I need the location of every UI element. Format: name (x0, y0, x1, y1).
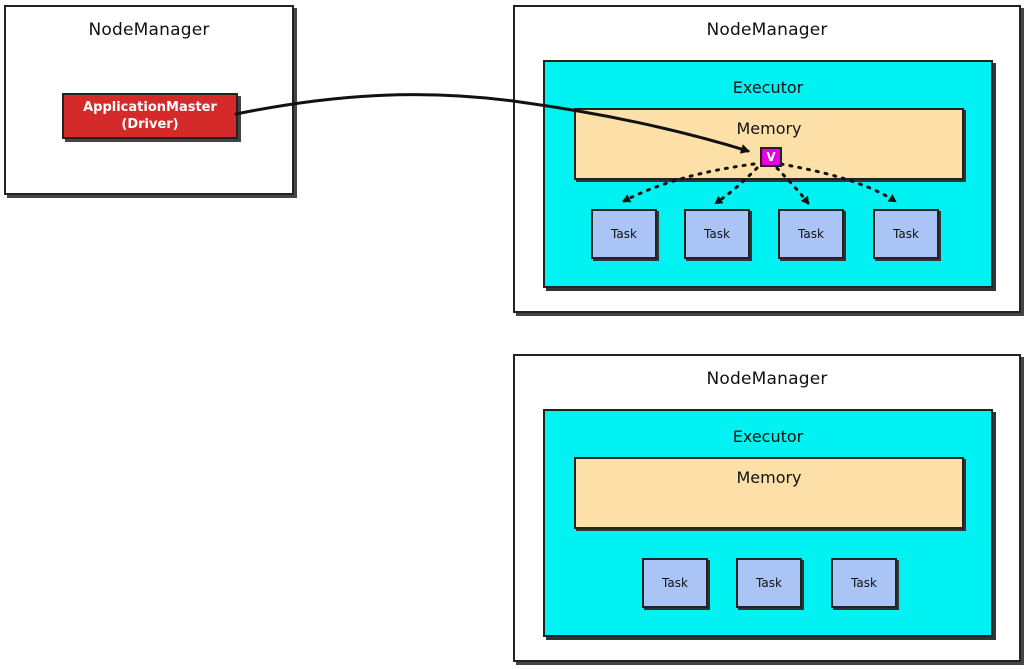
memory-2-title: Memory (736, 468, 802, 487)
application-master-label: ApplicationMaster (83, 100, 217, 115)
driver-node-manager-title: NodeManager (88, 20, 210, 40)
task-1-3: Task (778, 209, 844, 259)
task-1-1: Task (591, 209, 657, 259)
executor-1: Executor Memory V Task Task Task Task (543, 60, 993, 288)
task-2-1: Task (642, 558, 708, 608)
memory-1-title: Memory (736, 119, 802, 138)
memory-2: Memory (574, 457, 964, 529)
executor-2: Executor Memory Task Task Task (543, 409, 993, 637)
memory-1: Memory V (574, 108, 964, 180)
task-1-2: Task (684, 209, 750, 259)
application-master-driver: ApplicationMaster (Driver) (62, 93, 238, 139)
broadcast-variable-v: V (760, 147, 782, 167)
task-1-4: Task (873, 209, 939, 259)
executor-2-title: Executor (732, 427, 804, 446)
worker-node-manager-1: NodeManager Executor Memory V Task Task … (513, 5, 1021, 313)
worker-node-manager-2: NodeManager Executor Memory Task Task Ta… (513, 354, 1021, 662)
driver-node-manager: NodeManager ApplicationMaster (Driver) (4, 5, 294, 195)
task-2-3: Task (831, 558, 897, 608)
driver-label: (Driver) (121, 117, 179, 132)
executor-1-title: Executor (732, 78, 804, 97)
worker-node-manager-1-title: NodeManager (706, 20, 828, 40)
worker-node-manager-2-title: NodeManager (706, 369, 828, 389)
task-2-2: Task (736, 558, 802, 608)
